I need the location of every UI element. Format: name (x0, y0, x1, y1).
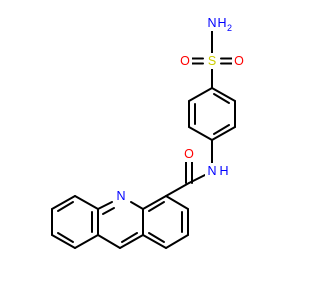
bond-acr-m2 (97, 201, 113, 210)
carbonyl-oxygen-label: O (184, 147, 194, 161)
amide-hydrogen-label: H (219, 164, 228, 178)
sulfonamide-nitrogen-label: N (207, 16, 216, 30)
bond-benzene-inner-2 (213, 124, 230, 135)
bond-acr-l5 (74, 234, 99, 249)
bond-acr-l2 (51, 195, 76, 210)
bond-acr-m1 (130, 201, 144, 210)
sulfonamide-hydrogen-count: 2 (227, 23, 232, 33)
bond-carbonyl-acridine (165, 182, 190, 197)
acridine-nitrogen-label: N (116, 189, 125, 203)
bond-acr-r-inner-2 (148, 232, 165, 243)
bond-benzene-3 (211, 126, 236, 141)
sulfonamide-nh2-label: N H 2 (205, 15, 232, 33)
bond-acr-r6 (142, 195, 167, 210)
sulfur-label: S (208, 54, 216, 68)
bond-acr-r1 (165, 195, 189, 210)
atom-labels: N H 2 S O O N H O N (114, 15, 246, 204)
bond-benzene-inner-1 (213, 93, 230, 104)
bond-acr-m-inner-2 (121, 232, 138, 243)
bond-acr-m-inner-1 (102, 207, 115, 215)
amide-nh-label: N H (205, 163, 229, 179)
sulfonamide-hydrogen-label: H (217, 16, 226, 30)
bond-acr-l-inner-2 (57, 232, 74, 243)
amide-nitrogen-label: N (207, 164, 216, 178)
molecule-structure: N H 2 S O O N H O N (51, 15, 246, 249)
bond-acr-r-inner-3 (148, 201, 165, 212)
bond-acr-l1 (74, 195, 99, 210)
bond-benzene-6 (188, 87, 213, 102)
bond-acr-m3 (97, 234, 121, 249)
bond-benzene-4 (188, 126, 213, 141)
sulfonyl-oxygen-right-label: O (234, 54, 244, 68)
bond-acr-r3 (165, 234, 189, 249)
bond-benzene-1 (211, 87, 236, 102)
bond-acr-l4 (51, 234, 76, 249)
bond-acr-m4 (119, 234, 144, 249)
sulfonyl-oxygen-left-label: O (180, 54, 190, 68)
bond-acr-r4 (142, 234, 167, 249)
bond-acr-l-inner-1 (57, 201, 74, 212)
